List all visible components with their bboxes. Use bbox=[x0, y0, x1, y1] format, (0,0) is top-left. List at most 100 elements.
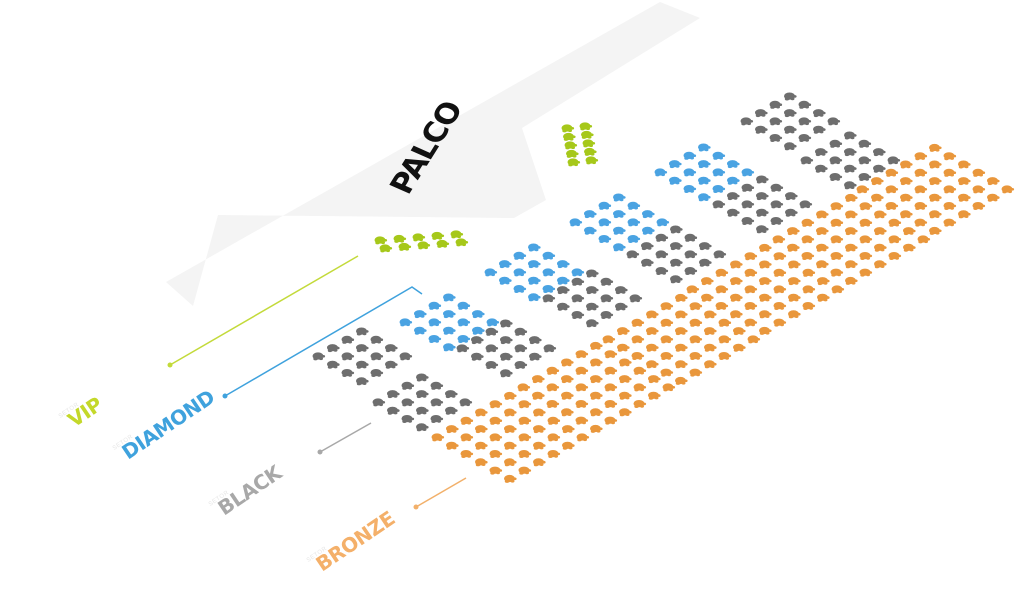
seat-icon[interactable] bbox=[788, 260, 801, 269]
seat-icon[interactable] bbox=[845, 193, 858, 202]
seat-block-vip-side[interactable] bbox=[561, 122, 599, 167]
seat-icon[interactable] bbox=[590, 341, 603, 350]
seat-icon[interactable] bbox=[457, 318, 471, 327]
seat-icon[interactable] bbox=[845, 276, 858, 285]
seat-icon[interactable] bbox=[600, 311, 614, 319]
seat-icon[interactable] bbox=[374, 236, 388, 245]
seat-icon[interactable] bbox=[518, 400, 532, 409]
seat-icon[interactable] bbox=[770, 200, 784, 209]
seat-icon[interactable] bbox=[504, 425, 517, 434]
seat-icon[interactable] bbox=[744, 285, 758, 294]
seat-icon[interactable] bbox=[756, 192, 769, 201]
seat-icon[interactable] bbox=[785, 192, 798, 201]
seat-icon[interactable] bbox=[646, 310, 659, 319]
seat-icon[interactable] bbox=[799, 200, 813, 209]
seat-icon[interactable] bbox=[914, 168, 928, 177]
seat-icon[interactable] bbox=[430, 381, 444, 390]
seat-icon[interactable] bbox=[958, 210, 971, 219]
seat-icon[interactable] bbox=[829, 139, 843, 148]
seat-icon[interactable] bbox=[704, 360, 717, 369]
seat-icon[interactable] bbox=[575, 383, 589, 392]
seat-icon[interactable] bbox=[785, 208, 798, 217]
seat-block-black-2b[interactable] bbox=[542, 269, 643, 328]
seat-icon[interactable] bbox=[816, 260, 829, 269]
seat-icon[interactable] bbox=[873, 148, 886, 157]
seat-icon[interactable] bbox=[784, 92, 797, 101]
seat-icon[interactable] bbox=[613, 243, 626, 252]
seat-icon[interactable] bbox=[504, 391, 517, 400]
seat-icon[interactable] bbox=[617, 343, 630, 352]
seat-icon[interactable] bbox=[571, 277, 585, 286]
seat-block-bronze-5[interactable] bbox=[772, 193, 931, 285]
seat-icon[interactable] bbox=[615, 286, 628, 295]
seat-icon[interactable] bbox=[547, 433, 561, 442]
seat-icon[interactable] bbox=[727, 192, 740, 201]
seat-icon[interactable] bbox=[598, 201, 612, 210]
sector-label-black[interactable]: SETOR BLACK bbox=[208, 459, 288, 524]
seat-icon[interactable] bbox=[830, 202, 844, 211]
seat-icon[interactable] bbox=[813, 109, 826, 118]
seat-icon[interactable] bbox=[533, 425, 546, 434]
seat-block-black-4a[interactable] bbox=[740, 92, 841, 151]
seat-icon[interactable] bbox=[627, 201, 641, 210]
seat-icon[interactable] bbox=[569, 218, 583, 227]
seat-icon[interactable] bbox=[929, 210, 942, 219]
seat-icon[interactable] bbox=[845, 227, 858, 236]
seat-icon[interactable] bbox=[646, 343, 659, 352]
seat-icon[interactable] bbox=[562, 441, 575, 450]
seat-icon[interactable] bbox=[701, 277, 714, 286]
seat-icon[interactable] bbox=[900, 160, 913, 169]
seat-icon[interactable] bbox=[566, 149, 579, 158]
seat-icon[interactable] bbox=[518, 450, 532, 458]
seat-icon[interactable] bbox=[528, 293, 541, 302]
seat-icon[interactable] bbox=[379, 244, 393, 253]
seat-icon[interactable] bbox=[701, 293, 714, 302]
seat-icon[interactable] bbox=[514, 344, 528, 353]
seat-icon[interactable] bbox=[712, 185, 726, 193]
seat-icon[interactable] bbox=[830, 218, 844, 227]
seat-icon[interactable] bbox=[655, 233, 669, 242]
seat-icon[interactable] bbox=[443, 326, 456, 335]
seat-icon[interactable] bbox=[772, 235, 786, 244]
seat-icon[interactable] bbox=[416, 390, 429, 399]
seat-icon[interactable] bbox=[660, 352, 674, 360]
seat-icon[interactable] bbox=[472, 310, 485, 319]
seat-icon[interactable] bbox=[698, 193, 711, 202]
seat-icon[interactable] bbox=[698, 160, 711, 169]
seat-icon[interactable] bbox=[486, 318, 500, 327]
seat-icon[interactable] bbox=[513, 268, 527, 277]
seat-icon[interactable] bbox=[514, 361, 528, 369]
seat-icon[interactable] bbox=[914, 185, 928, 194]
seat-icon[interactable] bbox=[830, 252, 844, 260]
seat-icon[interactable] bbox=[385, 360, 398, 369]
seat-icon[interactable] bbox=[370, 352, 384, 361]
seat-icon[interactable] bbox=[399, 352, 413, 361]
seat-icon[interactable] bbox=[581, 130, 594, 139]
seat-icon[interactable] bbox=[888, 252, 902, 260]
seat-icon[interactable] bbox=[788, 277, 801, 286]
seat-icon[interactable] bbox=[844, 181, 857, 190]
seat-icon[interactable] bbox=[443, 310, 456, 319]
seat-icon[interactable] bbox=[816, 227, 829, 236]
seat-icon[interactable] bbox=[885, 168, 899, 177]
seat-icon[interactable] bbox=[744, 318, 758, 327]
seat-icon[interactable] bbox=[741, 217, 755, 225]
seat-icon[interactable] bbox=[648, 391, 661, 400]
seat-block-black-1a[interactable] bbox=[312, 327, 413, 386]
seat-icon[interactable] bbox=[769, 100, 783, 109]
seat-icon[interactable] bbox=[430, 415, 444, 423]
seat-icon[interactable] bbox=[670, 225, 683, 234]
seat-icon[interactable] bbox=[460, 416, 474, 425]
seat-icon[interactable] bbox=[455, 238, 469, 247]
seat-icon[interactable] bbox=[844, 131, 857, 140]
seat-icon[interactable] bbox=[417, 241, 431, 250]
seat-icon[interactable] bbox=[670, 275, 683, 284]
seat-icon[interactable] bbox=[943, 185, 957, 194]
seat-icon[interactable] bbox=[370, 335, 384, 344]
seat-icon[interactable] bbox=[829, 156, 843, 165]
seat-icon[interactable] bbox=[914, 202, 928, 210]
seat-icon[interactable] bbox=[699, 258, 712, 267]
seat-icon[interactable] bbox=[684, 267, 698, 275]
sector-label-vip[interactable]: SETOR VIP bbox=[58, 391, 107, 435]
seat-icon[interactable] bbox=[654, 168, 668, 177]
